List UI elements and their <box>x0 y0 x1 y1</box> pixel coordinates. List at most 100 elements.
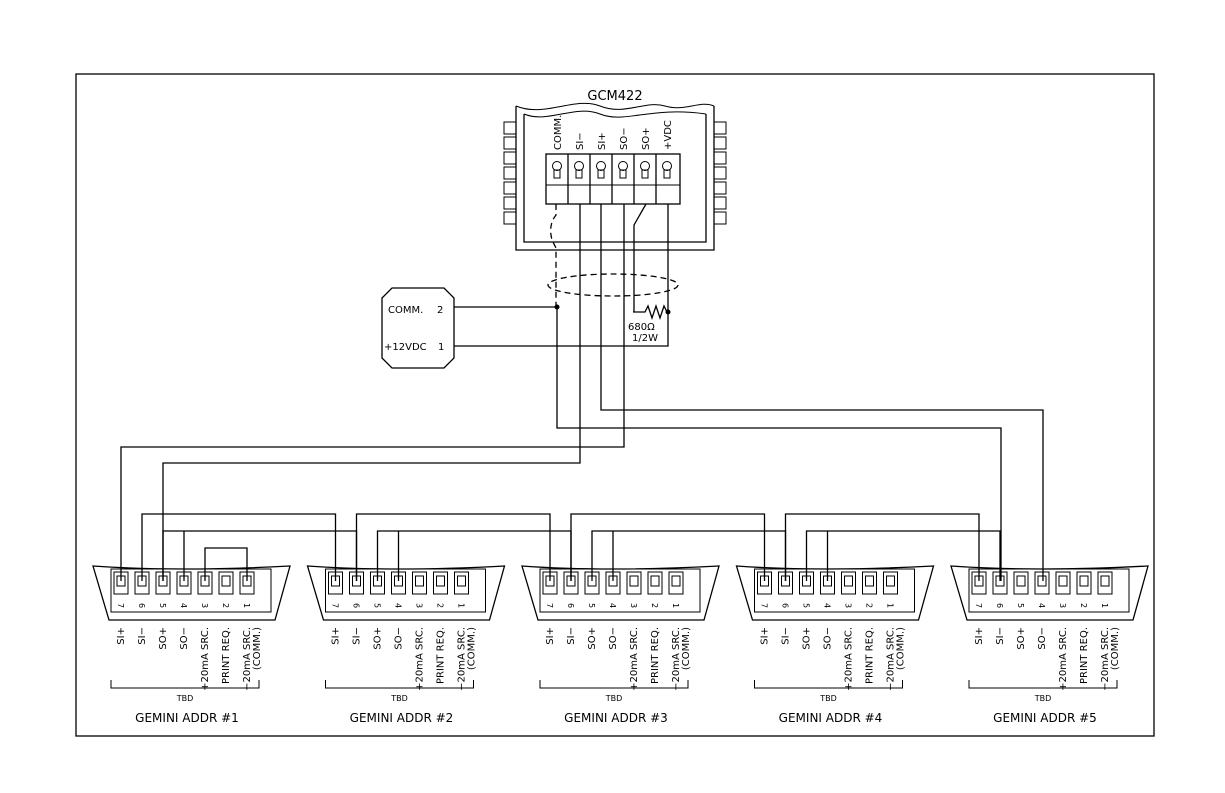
device-terminal-label: PRINT REQ. <box>1079 627 1090 684</box>
device-pin-number: 2 <box>650 603 659 608</box>
device-pin-number: 6 <box>566 603 575 608</box>
device-terminal-label: SO+ <box>1016 627 1027 650</box>
psu-comm-label: COMM. <box>388 305 423 316</box>
psu-vdc-label: +12VDC <box>384 342 427 353</box>
device-terminal-label: (COMM.) <box>1110 627 1121 670</box>
device-terminal-label: SO+ <box>802 627 813 650</box>
device-terminal-label: +20mA SRC. <box>629 627 640 691</box>
device-terminal-label: SO− <box>823 627 834 650</box>
device-terminal-label: SI− <box>352 627 363 645</box>
junction-vdc <box>665 309 671 315</box>
module-terminal: SO+ <box>546 127 680 204</box>
device-pin-number: 4 <box>608 603 617 608</box>
device-pin-number: 6 <box>137 603 146 608</box>
device-pin-number: 3 <box>200 603 209 608</box>
device-pin-number: 5 <box>802 603 811 608</box>
device-pin-number: 2 <box>221 603 230 608</box>
device-title: GEMINI ADDR #5 <box>993 711 1097 725</box>
device-pin-number: 7 <box>760 603 769 608</box>
wire-comm-run <box>556 307 1002 581</box>
device-pin-number: 5 <box>587 603 596 608</box>
module-right-fins <box>713 121 727 225</box>
device-terminal-label: PRINT REQ. <box>436 627 447 684</box>
device-pin-number: 7 <box>331 603 340 608</box>
chain-wire <box>162 530 358 581</box>
device-pin-number: 5 <box>158 603 167 608</box>
device-bracket-label: TBD <box>1034 694 1052 703</box>
wire-comm-drain <box>550 204 557 305</box>
device-terminal-label: SI+ <box>331 627 342 645</box>
device-terminal-label: PRINT REQ. <box>865 627 876 684</box>
device-terminal-label: SO+ <box>373 627 384 650</box>
device-terminal-label: SO− <box>394 627 405 650</box>
psu-vdc-pin: 1 <box>438 342 444 353</box>
device-terminal-label: SI+ <box>760 627 771 645</box>
device-pin-number: 1 <box>457 603 466 608</box>
device-terminal-label: SO+ <box>158 627 169 650</box>
cable-shield-ellipse <box>547 273 679 297</box>
device-pin-number: 4 <box>179 603 188 608</box>
psu-comm-pin: 2 <box>437 305 443 316</box>
chain-wire <box>376 530 572 581</box>
device-pin-number: 4 <box>823 603 832 608</box>
device-terminal-label: +20mA SRC. <box>844 627 855 691</box>
device-pin-number: 4 <box>1037 603 1046 608</box>
device-pin-number: 1 <box>242 603 251 608</box>
module-terminal: +VDC <box>546 120 680 204</box>
device-terminal-label: SO− <box>1037 627 1048 650</box>
chain-wire <box>355 513 551 581</box>
power-supply: COMM. 2 +12VDC 1 <box>381 287 455 369</box>
drawing-frame <box>75 73 1155 737</box>
device-pin-number: 3 <box>844 603 853 608</box>
device-terminal-label: −20mA SRC. <box>886 627 897 691</box>
device-pin-number: 2 <box>865 603 874 608</box>
module-terminal-label: SI+ <box>597 132 608 150</box>
device-terminal-label: SI− <box>995 627 1006 645</box>
wiring <box>120 203 1044 581</box>
module-terminal: SI− <box>546 132 680 204</box>
device-terminal-label: SI+ <box>116 627 127 645</box>
module-terminal-label: SO− <box>619 127 630 150</box>
device-terminal-label: −20mA SRC. <box>671 627 682 691</box>
module-terminal: SO− <box>546 127 680 204</box>
wire-si-plus-run <box>600 204 1044 581</box>
device-terminal-label: −20mA SRC. <box>1100 627 1111 691</box>
device-terminal-label: (COMM.) <box>252 627 263 670</box>
resistor-rating: 1/2W <box>632 333 658 344</box>
device-bracket-label: TBD <box>176 694 194 703</box>
device-terminal-label: SI− <box>566 627 577 645</box>
device-terminal-label: SI− <box>137 627 148 645</box>
chain-wire <box>591 530 787 581</box>
device-pin-number: 1 <box>1100 603 1109 608</box>
module-left-fins <box>503 121 517 225</box>
device-title: GEMINI ADDR #2 <box>350 711 454 725</box>
device-pin-number: 2 <box>1079 603 1088 608</box>
device-pin-number: 6 <box>995 603 1004 608</box>
device-terminal-label: SO− <box>179 627 190 650</box>
chain-wire <box>784 513 980 581</box>
module-terminal-label: COMM. <box>553 115 564 150</box>
daisy-chain-wiring <box>141 513 1001 581</box>
device-terminal-label: SI+ <box>974 627 985 645</box>
device-terminal-label: SI− <box>781 627 792 645</box>
device-pin-number: 5 <box>1016 603 1025 608</box>
device-pin-number: 7 <box>974 603 983 608</box>
gcm422-module: GCM422 COMM.SI−SI+ SO− SO+ +VDC <box>503 89 727 251</box>
device-terminal-label: PRINT REQ. <box>650 627 661 684</box>
wire-so-minus-run <box>120 204 625 581</box>
module-title: GCM422 <box>587 89 642 104</box>
wire-si-minus-run <box>162 204 581 581</box>
device-terminal-label: (COMM.) <box>681 627 692 670</box>
wire-so-plus <box>633 203 647 312</box>
device-terminal-label: −20mA SRC. <box>242 627 253 691</box>
device-title: GEMINI ADDR #3 <box>564 711 668 725</box>
device-terminal-label: (COMM.) <box>467 627 478 670</box>
module-terminal-label: SO+ <box>641 127 652 150</box>
module-terminal-label: +VDC <box>663 120 674 150</box>
